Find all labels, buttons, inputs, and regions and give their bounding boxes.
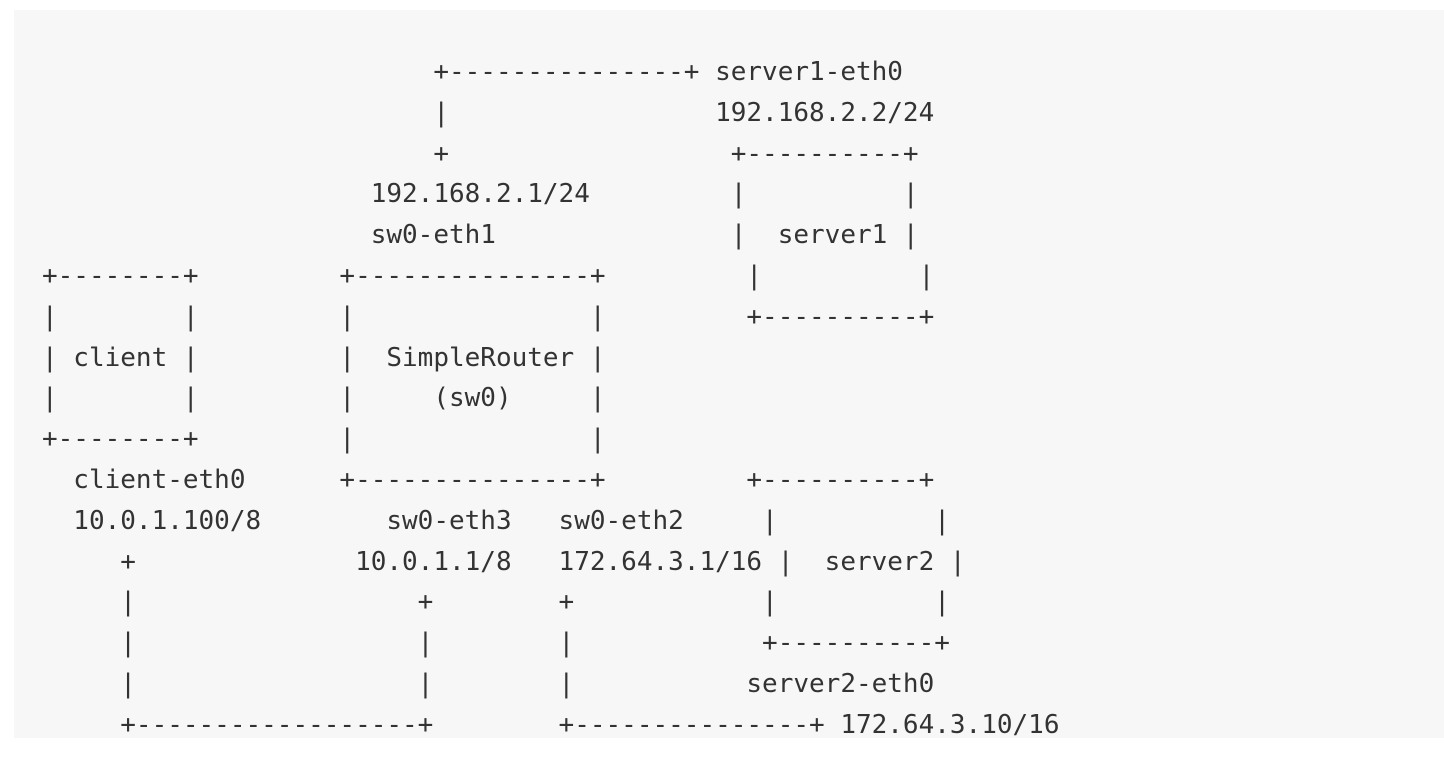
diagram-row: | | | (sw0) | bbox=[42, 383, 606, 414]
diagram-row: +--------+ +---------------+ | | bbox=[42, 260, 935, 291]
diagram-row: + 10.0.1.1/8 172.64.3.1/16 | server2 | bbox=[42, 546, 966, 577]
diagram-row: | client | | SimpleRouter | bbox=[42, 342, 606, 373]
diagram-row: | | | server2-eth0 bbox=[42, 668, 935, 699]
diagram-row: 10.0.1.100/8 sw0-eth3 sw0-eth2 | | bbox=[42, 505, 950, 536]
diagram-row: client-eth0 +---------------+ +---------… bbox=[42, 464, 935, 495]
diagram-row: +---------------+ server1-eth0 bbox=[42, 57, 903, 87]
diagram-row: | + + | | bbox=[42, 587, 950, 618]
diagram-row: +------------------+ +---------------+ 1… bbox=[42, 709, 1060, 740]
diagram-row: sw0-eth1 | server1 | bbox=[42, 220, 919, 251]
code-block-panel: +---------------+ server1-eth0 | 192.168… bbox=[14, 10, 1444, 740]
diagram-row: +--------+ | | bbox=[42, 424, 606, 455]
ascii-network-diagram: +---------------+ server1-eth0 | 192.168… bbox=[42, 52, 1059, 746]
diagram-row: | | | +----------+ bbox=[42, 628, 950, 659]
diagram-row: | | | | +----------+ bbox=[42, 301, 935, 332]
diagram-row: + +----------+ bbox=[42, 138, 919, 169]
diagram-row: | 192.168.2.2/24 bbox=[42, 97, 935, 128]
diagram-row: 192.168.2.1/24 | | bbox=[42, 179, 919, 210]
